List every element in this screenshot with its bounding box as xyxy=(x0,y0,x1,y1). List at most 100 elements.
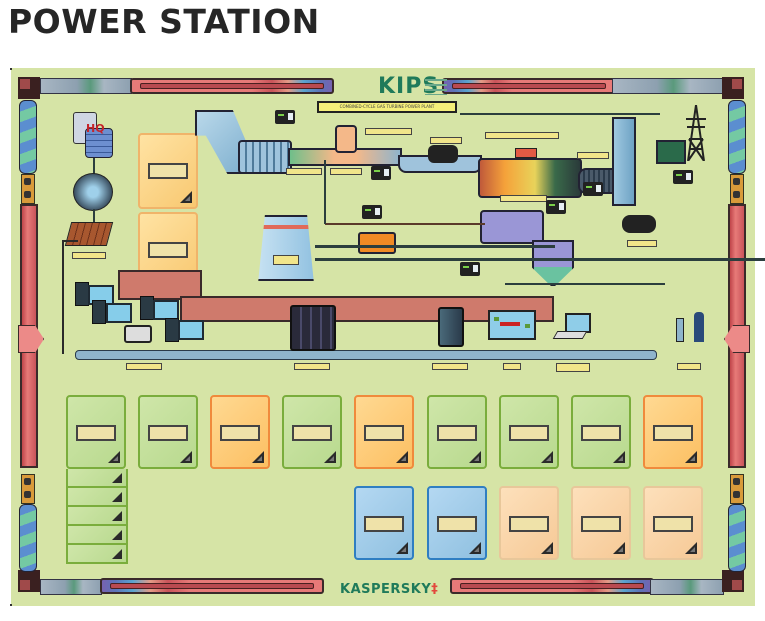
asset-card[interactable] xyxy=(282,395,342,469)
card-corner-icon xyxy=(180,191,192,203)
card-label xyxy=(148,425,188,441)
card-label xyxy=(653,425,693,441)
card-label xyxy=(364,425,404,441)
generator-icon xyxy=(428,145,458,163)
card-corner-icon xyxy=(685,542,697,554)
water-pipe-1 xyxy=(315,258,765,261)
kaspersky-logo-text: KASPERSKY xyxy=(340,582,432,597)
card-corner-icon xyxy=(541,542,553,554)
plc-controller-icon xyxy=(371,166,391,180)
control-cable xyxy=(460,113,660,115)
fuel-line-v xyxy=(324,160,326,224)
asset-card[interactable] xyxy=(427,395,487,469)
card-corner-icon xyxy=(112,492,122,502)
diagram-card-1[interactable] xyxy=(138,133,198,209)
asset-card[interactable] xyxy=(571,486,631,560)
asset-card[interactable] xyxy=(643,395,703,469)
asset-card[interactable] xyxy=(138,395,198,469)
plc-controller-icon xyxy=(275,110,295,124)
left-plug-bottom xyxy=(21,474,35,504)
bottom-rail-right xyxy=(450,578,654,594)
card-corner-icon xyxy=(469,451,481,463)
left-cable-twist-bottom xyxy=(19,504,37,572)
hq-label: HQ xyxy=(86,122,105,135)
card-corner-icon xyxy=(252,451,264,463)
asset-card[interactable] xyxy=(571,395,631,469)
boiler-tag xyxy=(500,195,547,202)
compressor-icon xyxy=(238,140,292,174)
right-cable-twist-top xyxy=(728,100,746,174)
wrench-icon xyxy=(676,318,684,342)
asset-card[interactable] xyxy=(354,395,414,469)
firewall-tag xyxy=(72,252,106,259)
printer-icon xyxy=(124,325,152,343)
lan-tag-server xyxy=(294,363,330,370)
card-label xyxy=(148,163,188,179)
card-label xyxy=(581,425,621,441)
card-corner-icon xyxy=(396,451,408,463)
corner-block-bottom-left xyxy=(18,570,40,592)
card-label xyxy=(509,425,549,441)
asset-card[interactable] xyxy=(499,486,559,560)
engineer-icon xyxy=(694,312,704,342)
bottom-rail-right-grey xyxy=(650,579,724,595)
card-label xyxy=(292,425,332,441)
transformer-icon xyxy=(656,140,686,164)
workstation-monitor-icon xyxy=(106,303,132,323)
card-corner-icon xyxy=(469,542,481,554)
workstation-tower-icon xyxy=(165,318,179,342)
firewall-to-lan-cable xyxy=(62,240,78,354)
turbine-tag xyxy=(330,168,362,175)
lan-bus xyxy=(75,350,657,360)
plc-controller-icon xyxy=(583,182,603,196)
stacked-card[interactable] xyxy=(66,469,128,488)
steam-turbine-tag xyxy=(577,152,609,159)
asset-card[interactable] xyxy=(427,486,487,560)
plc-controller-icon xyxy=(546,200,566,214)
asset-card[interactable] xyxy=(210,395,270,469)
card-corner-icon xyxy=(112,511,122,521)
asset-card[interactable] xyxy=(499,395,559,469)
corner-mark xyxy=(10,604,12,606)
bottom-rail-left xyxy=(100,578,324,594)
kips-logo-subtitle xyxy=(425,79,447,95)
stacked-card[interactable] xyxy=(66,507,128,526)
card-label xyxy=(653,516,693,532)
lan-tag-pc xyxy=(432,363,468,370)
card-label xyxy=(76,425,116,441)
heat-recovery-boiler-icon xyxy=(478,158,582,198)
stacked-card[interactable] xyxy=(66,488,128,507)
asset-card[interactable] xyxy=(643,486,703,560)
card-corner-icon xyxy=(112,549,122,559)
hq-server-icon: HQ xyxy=(73,112,113,158)
water-pipe-2 xyxy=(315,245,555,248)
right-plug-top xyxy=(730,174,744,204)
left-plug-top xyxy=(21,174,35,204)
asset-card[interactable] xyxy=(354,486,414,560)
stacked-card[interactable] xyxy=(66,545,128,564)
top-rail-right-grey xyxy=(612,78,724,94)
lan-tag-engineer xyxy=(677,363,701,370)
top-rail-left xyxy=(130,78,334,94)
card-label xyxy=(509,516,549,532)
hq-link xyxy=(93,158,95,176)
globe-icon xyxy=(73,173,113,211)
fuel-line xyxy=(325,223,485,225)
generator-tag xyxy=(430,137,462,144)
top-rail-left-grey xyxy=(40,78,132,94)
compressor-tag xyxy=(286,168,322,175)
network-zone-band-left xyxy=(118,270,202,300)
right-plug-bottom xyxy=(730,474,744,504)
server-icon xyxy=(290,305,336,351)
plc-controller-icon xyxy=(673,170,693,184)
kaspersky-logo: KASPERSKY‡ xyxy=(340,582,438,597)
boiler-top-tag xyxy=(485,132,559,139)
card-corner-icon xyxy=(541,451,553,463)
asset-card[interactable] xyxy=(66,395,126,469)
stacked-card[interactable] xyxy=(66,526,128,545)
globe-link xyxy=(93,209,95,223)
page-title: POWER STATION xyxy=(8,2,320,41)
power-tower-icon xyxy=(684,104,708,162)
card-corner-icon xyxy=(108,451,120,463)
card-corner-icon xyxy=(112,530,122,540)
